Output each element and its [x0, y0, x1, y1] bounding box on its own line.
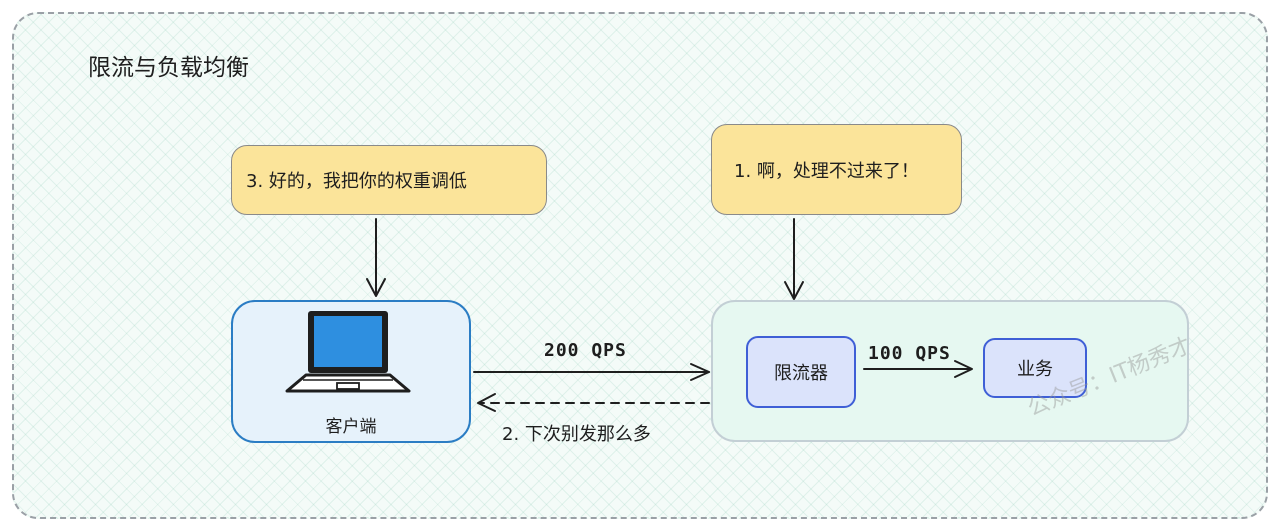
note-weight-lowered-text: 3. 好的，我把你的权重调低: [246, 171, 467, 192]
limiter-label: 限流器: [774, 363, 828, 384]
edge-label-200-qps: 200 QPS: [544, 340, 627, 361]
note-weight-lowered: 3. 好的，我把你的权重调低: [231, 145, 547, 215]
client-label: 客户端: [325, 417, 377, 437]
arrow-server-to-client-dashed: [477, 393, 710, 412]
arrow-note-to-server: [784, 218, 804, 300]
arrow-client-to-server: [473, 363, 710, 381]
laptop-screen: [314, 316, 382, 367]
business-label: 业务: [1017, 359, 1053, 380]
diagram-frame: [12, 12, 1268, 519]
business-node: 业务: [983, 338, 1087, 398]
arrow-note-to-client: [366, 218, 386, 297]
note-overloaded: 1. 啊，处理不过来了！: [711, 124, 962, 215]
laptop-icon: [285, 311, 411, 393]
edge-label-feedback: 2. 下次别发那么多: [502, 424, 651, 445]
arrow-limiter-to-business: [863, 360, 973, 378]
note-overloaded-text: 1. 啊，处理不过来了！: [734, 160, 919, 182]
edge-label-100-qps: 100 QPS: [868, 343, 951, 364]
laptop-touchpad: [336, 382, 360, 390]
limiter-node: 限流器: [746, 336, 856, 408]
diagram-title: 限流与负载均衡: [88, 55, 249, 81]
